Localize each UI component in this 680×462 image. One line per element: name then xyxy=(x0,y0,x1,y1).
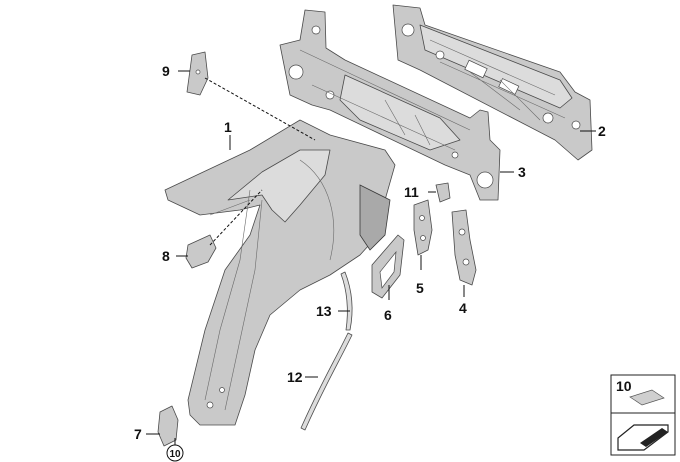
callout-11: 11 xyxy=(404,184,419,200)
callout-12: 12 xyxy=(287,369,303,385)
part-13-seal-strip xyxy=(340,271,353,331)
callout-3: 3 xyxy=(518,164,526,180)
callout-9: 9 xyxy=(162,63,170,79)
part-12-seal-strip xyxy=(300,332,353,431)
part-8-bracket xyxy=(185,234,217,269)
part-9-bracket xyxy=(186,51,209,96)
callout-4: 4 xyxy=(459,300,467,316)
part-3-crossmember xyxy=(279,9,501,201)
part-1-side-panel xyxy=(164,119,396,426)
legend-box: 10 xyxy=(610,374,676,456)
callout-10-circled: 10 xyxy=(169,449,181,460)
callout-1: 1 xyxy=(224,119,232,135)
part-4-reinforcement xyxy=(451,209,477,286)
part-6-frame-plate xyxy=(371,234,405,299)
callout-7: 7 xyxy=(134,426,142,442)
part-11-clip xyxy=(435,182,451,203)
callout-8: 8 xyxy=(162,248,170,264)
callout-2: 2 xyxy=(598,123,606,139)
part-5-reinforcement xyxy=(413,199,433,256)
part-2-rear-panel xyxy=(392,4,593,161)
legend-label: 10 xyxy=(616,378,632,394)
callout-labels: 1 2 3 4 5 6 7 8 9 11 12 13 10 xyxy=(134,63,606,462)
patch-icon xyxy=(629,389,665,406)
callout-5: 5 xyxy=(416,280,424,296)
part-7-bracket xyxy=(157,405,179,447)
callout-6: 6 xyxy=(384,307,392,323)
leader-lines xyxy=(146,70,596,445)
callout-13: 13 xyxy=(316,303,332,319)
callout-10-circle xyxy=(166,444,184,462)
